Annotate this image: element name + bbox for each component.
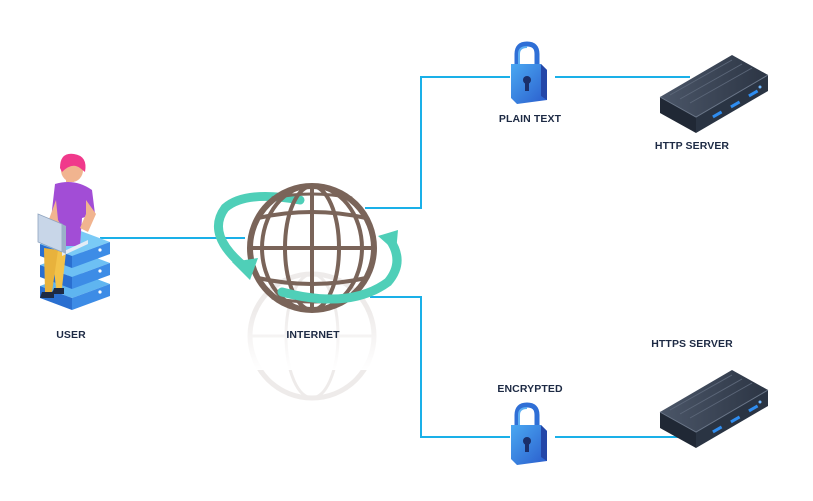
- user-icon: [37, 153, 110, 310]
- internet-label: INTERNET: [286, 329, 340, 341]
- lock-icon: [511, 41, 547, 104]
- server-icon: [659, 370, 769, 448]
- plain-text-label: PLAIN TEXT: [498, 113, 562, 125]
- globe-icon: [213, 183, 402, 401]
- encrypted-label: ENCRYPTED: [497, 383, 563, 395]
- https-server-label: HTTPS SERVER: [651, 338, 733, 350]
- lock-icon: [511, 402, 547, 465]
- server-icon: [659, 55, 769, 133]
- http-server-label: HTTP SERVER: [654, 140, 730, 152]
- connector-internet-https: [370, 296, 510, 438]
- user-label: USER: [56, 329, 86, 341]
- connector-internet-http: [365, 76, 510, 209]
